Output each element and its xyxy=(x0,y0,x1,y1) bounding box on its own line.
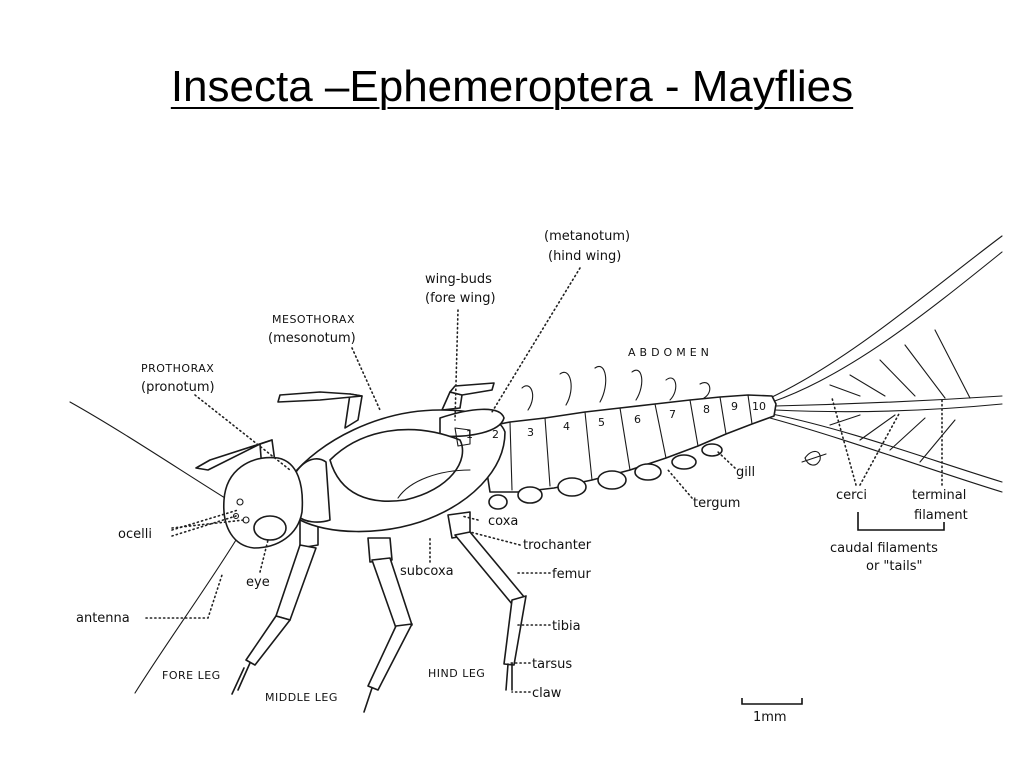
label-middle-leg: MIDDLE LEG xyxy=(265,691,338,704)
label-gill: gill xyxy=(736,465,755,480)
segment-number-5: 5 xyxy=(598,416,605,429)
label-tarsus: tarsus xyxy=(532,657,572,672)
label-prothorax: PROTHORAX xyxy=(141,362,214,375)
label-hind-wing: (hind wing) xyxy=(548,249,621,264)
label-metanotum: (metanotum) xyxy=(544,229,630,244)
label-tergum: tergum xyxy=(693,496,740,511)
label-antenna: antenna xyxy=(76,611,130,626)
label-trochanter: trochanter xyxy=(523,538,592,553)
label-scale: 1mm xyxy=(753,710,787,725)
antenna-upper xyxy=(69,401,226,499)
label-mesonotum: (mesonotum) xyxy=(268,331,356,346)
hind-leg xyxy=(447,511,527,691)
head xyxy=(223,456,304,549)
label-fore-leg: FORE LEG xyxy=(162,669,221,682)
segment-number-9: 9 xyxy=(731,400,738,413)
detached-gill-sketch xyxy=(801,450,827,466)
label-eye: eye xyxy=(246,575,270,590)
antenna-lower xyxy=(134,539,237,694)
label-claw: claw xyxy=(532,686,562,701)
label-femur: femur xyxy=(552,567,591,582)
segment-number-2: 2 xyxy=(492,428,499,441)
label-mesothorax: MESOTHORAX xyxy=(272,313,355,326)
segment-number-7: 7 xyxy=(669,408,676,421)
middle-leg xyxy=(363,537,413,713)
caudal-bracket xyxy=(857,512,945,531)
label-terminal: terminal xyxy=(912,488,966,503)
segment-number-10: 10 xyxy=(752,400,766,413)
thorax xyxy=(289,408,506,533)
label-wing-buds: wing-buds xyxy=(425,272,492,287)
abdomen xyxy=(479,365,777,510)
label-caudal-filaments: caudal filaments xyxy=(830,541,938,556)
label-fore-wing: (fore wing) xyxy=(425,291,496,306)
scale-bar: 1mm xyxy=(741,698,803,725)
segment-number-1: 1 xyxy=(466,428,473,441)
label-hind-leg: HIND LEG xyxy=(428,667,485,680)
label-ocelli: ocelli xyxy=(118,527,152,542)
label-coxa: coxa xyxy=(488,514,518,529)
label-subcoxa: subcoxa xyxy=(400,564,454,579)
segment-number-8: 8 xyxy=(703,403,710,416)
leader-lines xyxy=(145,267,943,693)
segment-number-4: 4 xyxy=(563,420,570,433)
label-or-tails: or "tails" xyxy=(866,559,922,574)
segment-number-3: 3 xyxy=(527,426,534,439)
label-filament: filament xyxy=(914,508,968,523)
segment-number-6: 6 xyxy=(634,413,641,426)
label-pronotum: (pronotum) xyxy=(141,380,215,395)
label-abdomen: ABDOMEN xyxy=(628,346,713,359)
caudal-filaments xyxy=(769,235,1003,493)
slide-title: Insecta –Ephemeroptera - Mayflies xyxy=(170,62,854,111)
label-tibia: tibia xyxy=(552,619,581,634)
label-cerci: cerci xyxy=(836,488,867,503)
